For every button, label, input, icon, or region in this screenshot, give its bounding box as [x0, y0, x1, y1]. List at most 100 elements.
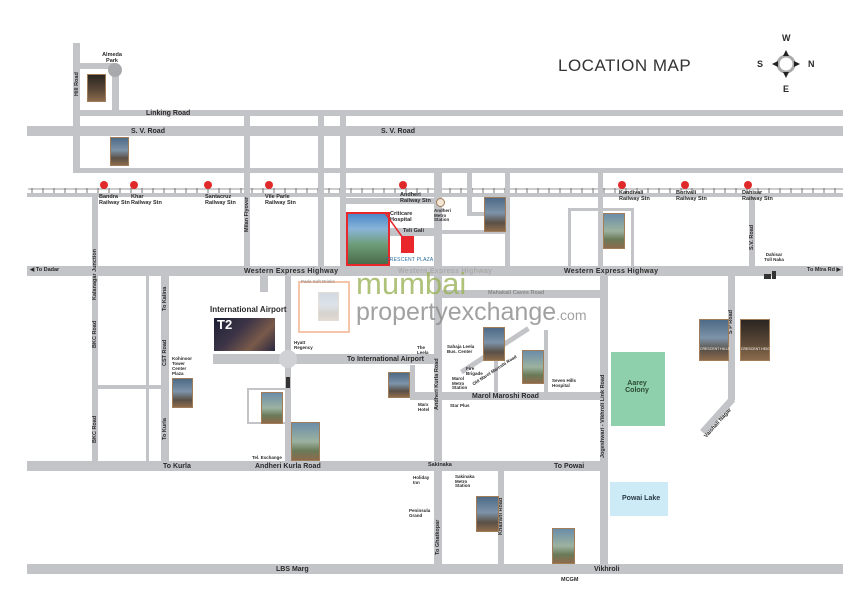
label-andheri-kurla-vertical: Andheri Kurla Road — [434, 358, 440, 410]
label-mahakali-caves-road: Mahakali Caves Road — [488, 290, 545, 296]
road-sp — [728, 276, 735, 400]
label-to-ghatkopar: To Ghatkopar — [435, 519, 441, 555]
label-sp-road: S P Road — [728, 309, 734, 334]
label-hill-road: Hill Road — [74, 72, 80, 96]
compass-east: E — [783, 84, 790, 94]
label-marx-hotel: Marx Hotel — [418, 402, 430, 412]
crescent-plaza-label: CRESCENT PLAZA — [386, 257, 434, 263]
road-vertical-545 — [544, 330, 548, 395]
roundabout-airport — [279, 350, 297, 368]
project-thumbnail-andheri-east[interactable] — [484, 197, 506, 232]
label-to-kurla-vertical: To Kurla — [162, 418, 168, 440]
project-thumbnail-parle — [318, 292, 339, 321]
project-thumbnail-vikhroli[interactable] — [552, 528, 575, 564]
project-thumbnail-crescent-hills[interactable] — [699, 319, 729, 361]
label-star-plus: Star Plus — [450, 403, 470, 408]
to-mira-rd-link[interactable]: To Mira Rd ▶ — [807, 267, 841, 274]
station-kandivali[interactable] — [618, 181, 626, 189]
station-bandra[interactable] — [100, 181, 108, 189]
label-vikhroli: Vikhroli — [594, 566, 620, 573]
station-label-andheri: Andheri Railway Stn — [400, 192, 431, 204]
project-thumbnail-cst-road[interactable] — [172, 378, 193, 408]
road-vertical-600 — [598, 170, 603, 270]
road-parle-loop-top — [260, 276, 268, 292]
label-seven-hills: Seven Hills Hospital — [552, 378, 577, 388]
station-label-vile-parle: Vile Parle Railway Stn — [265, 194, 296, 206]
label-sakinaka: Sakinaka — [428, 462, 452, 468]
label-cst-road: CST Road — [162, 339, 168, 366]
road-horizontal-230 — [442, 230, 508, 234]
label-parle-soft-drinks: Parle Soft Drinks — [301, 279, 335, 284]
label-marol-metro: Marol Metro Station — [452, 376, 468, 390]
label-milan-flyover: Milan Flyover — [244, 196, 250, 232]
project-thumbnail-kandivali[interactable] — [603, 213, 625, 249]
station-vile-parle[interactable] — [265, 181, 273, 189]
station-khar[interactable] — [130, 181, 138, 189]
label-jvlr: Jogeshwari - Vikhroli Link Road — [600, 374, 606, 458]
road-station-road — [73, 168, 843, 173]
project-thumbnail-tel-exchange[interactable] — [291, 422, 320, 461]
to-dadar-link[interactable]: ◀ To Dadar — [30, 267, 60, 274]
label-crescent-hills: CRESCENT HILLS — [700, 347, 730, 351]
aarey-colony-area — [611, 352, 665, 426]
road-western-express-highway — [27, 266, 843, 276]
toll-naka-icon — [764, 266, 776, 279]
compass-west: W — [782, 33, 791, 43]
road-vertical-467 — [467, 170, 472, 215]
label-sahaja-leela: Sahaja Leela Bus. Center — [447, 344, 475, 354]
label-linking-road: Linking Road — [146, 110, 191, 117]
label-marol-maroshi-road: Marol Maroshi Road — [472, 393, 539, 400]
road-vertical-318 — [318, 170, 324, 270]
project-thumbnail-marol-2[interactable] — [522, 350, 544, 384]
road-linking — [73, 110, 843, 116]
station-label-kandivali: Kandivali Railway Stn — [619, 190, 650, 202]
label-crescent-heights: CRESCENT HEIGHTS — [741, 347, 777, 351]
label-center-plaza: Center Plaza — [172, 366, 187, 376]
watermark-suffix: .com — [556, 307, 587, 323]
label-mcgm: MCGM — [561, 577, 579, 583]
to-dadar-label: To Dadar — [35, 267, 60, 273]
aarey-colony-label: Aarey Colony — [625, 380, 649, 394]
road-jvlr — [600, 272, 608, 572]
t2-image[interactable] — [214, 318, 275, 351]
road-milan-flyover — [244, 170, 250, 270]
road-vertical-505 — [505, 170, 510, 268]
road-bkc-link — [92, 385, 167, 389]
label-to-international-airport: To International Airport — [347, 356, 424, 363]
label-to-kurla: To Kurla — [163, 463, 191, 470]
station-label-dahisar: Dahisar Railway Stn — [742, 190, 773, 202]
label-sv-road-left: S. V. Road — [131, 128, 165, 135]
label-kalanagar-junction: Kalanagar Junction — [92, 248, 98, 300]
station-santacruz[interactable] — [204, 181, 212, 189]
project-thumbnail-sakinaka[interactable] — [476, 496, 499, 532]
label-the-leela: The Leela — [417, 345, 429, 355]
label-hyatt-regency: Hyatt Regency — [294, 340, 313, 350]
road-teli-gali — [390, 228, 435, 236]
road-vertical-2 — [318, 110, 324, 175]
project-thumbnail-hill-road[interactable] — [87, 74, 106, 102]
project-thumbnail-marol-1[interactable] — [483, 327, 505, 361]
label-t2: T2 — [217, 317, 233, 332]
station-dahisar[interactable] — [744, 181, 752, 189]
project-thumbnail-crescent-heights[interactable] — [740, 319, 770, 361]
station-andheri[interactable] — [399, 181, 407, 189]
project-thumbnail-airport-loop[interactable] — [261, 392, 283, 424]
label-western-express-2: Western Express Highway — [398, 268, 493, 275]
label-almeda-park: Almeda Park — [102, 52, 122, 64]
label-western-express-1: Western Express Highway — [244, 268, 339, 275]
project-thumbnail-sv-road[interactable] — [110, 137, 129, 166]
label-to-kalina: To Kalina — [162, 286, 168, 311]
road-almeda-vertical — [112, 66, 119, 110]
road-vertical-1 — [244, 110, 250, 175]
road-vertical-496 — [494, 360, 498, 395]
road-kandivali-loop — [568, 208, 634, 271]
crescent-plaza-frame[interactable] — [346, 212, 390, 266]
road-khairani — [498, 471, 504, 566]
crescent-plaza-marker[interactable] — [401, 236, 414, 253]
project-thumbnail-airport-road[interactable] — [388, 372, 410, 398]
station-borivali[interactable] — [681, 181, 689, 189]
roundabout-almeda — [108, 63, 122, 77]
label-criticare-hospital: Criticare Hospital — [390, 211, 413, 223]
road-almeda-connector — [73, 63, 117, 69]
compass-south: S — [757, 59, 764, 69]
